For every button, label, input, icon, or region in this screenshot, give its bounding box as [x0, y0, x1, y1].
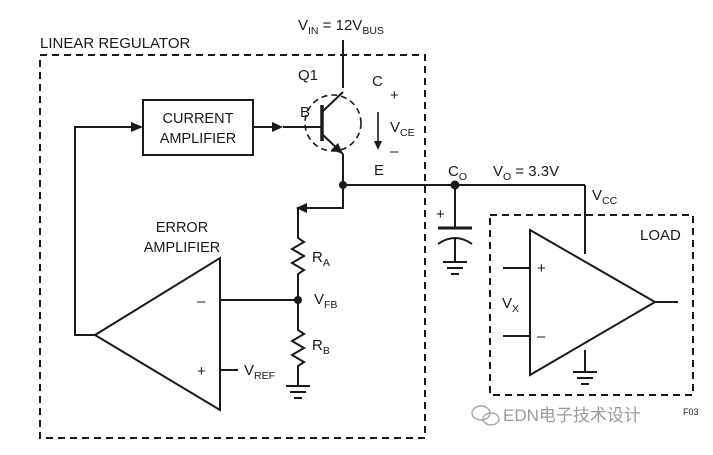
current-amplifier-block [142, 99, 254, 156]
vo-label: VO = 3.3V [493, 163, 559, 183]
error-amplifier-triangle [93, 256, 221, 412]
ra-label: RA [312, 249, 330, 269]
vx-label: VX [502, 295, 519, 315]
error-amp-plus-sign: + [197, 363, 206, 380]
divider-arrow-icon [296, 203, 307, 213]
emitter-label: E [374, 162, 384, 179]
resistor-ra [290, 228, 306, 300]
collector-label: C [372, 73, 383, 90]
load-minus-sign: – [537, 328, 546, 345]
transistor-q1 [304, 40, 362, 185]
vcc-label: VCC [592, 187, 618, 207]
load-plus-sign: + [537, 260, 546, 277]
collector-lead [321, 91, 344, 113]
linear-regulator-boundary [39, 54, 426, 439]
current-amplifier-label-line1: CURRENT [163, 111, 234, 127]
base-drive-arrow-icon [272, 122, 283, 132]
vce-minus-sign: – [390, 143, 399, 160]
error-amp-minus-sign: – [197, 293, 206, 310]
figure-code: F03 [683, 407, 699, 417]
vin-label: VIN = 12VBUS [298, 17, 384, 37]
vce-arrow-icon [374, 141, 382, 150]
base-label: B [300, 104, 310, 121]
capacitor-ground-icon [443, 261, 467, 275]
divider-ground-icon [286, 385, 310, 399]
co-label: CO [448, 163, 467, 183]
vce-plus-sign: + [390, 87, 399, 104]
q1-label: Q1 [298, 67, 318, 84]
resistor-rb [290, 300, 306, 385]
divider-top-wire [297, 185, 344, 228]
watermark-text: EDN电子技术设计 [503, 406, 641, 425]
feedback-arrow-icon [131, 122, 143, 132]
load-ground-icon [573, 371, 597, 385]
error-amplifier-label-line2: AMPLIFIER [144, 240, 221, 256]
vce-label: VCE [390, 119, 415, 139]
load-opamp-triangle [529, 228, 657, 377]
transistor-envelope [304, 94, 362, 152]
emitter-arrow-icon [331, 143, 343, 154]
error-amplifier-label-line1: ERROR [156, 220, 208, 236]
feedback-loop-wire [74, 126, 131, 336]
capacitor-plus-sign: + [436, 206, 445, 223]
load-label: LOAD [640, 227, 681, 244]
load-boundary [489, 214, 694, 396]
vref-label: VREF [244, 362, 275, 382]
current-amplifier-label-line2: AMPLIFIER [160, 131, 237, 147]
wechat-icon [471, 405, 500, 426]
vfb-label: VFB [314, 291, 337, 311]
rb-label: RB [312, 337, 330, 357]
linear-regulator-label: LINEAR REGULATOR [40, 35, 190, 52]
